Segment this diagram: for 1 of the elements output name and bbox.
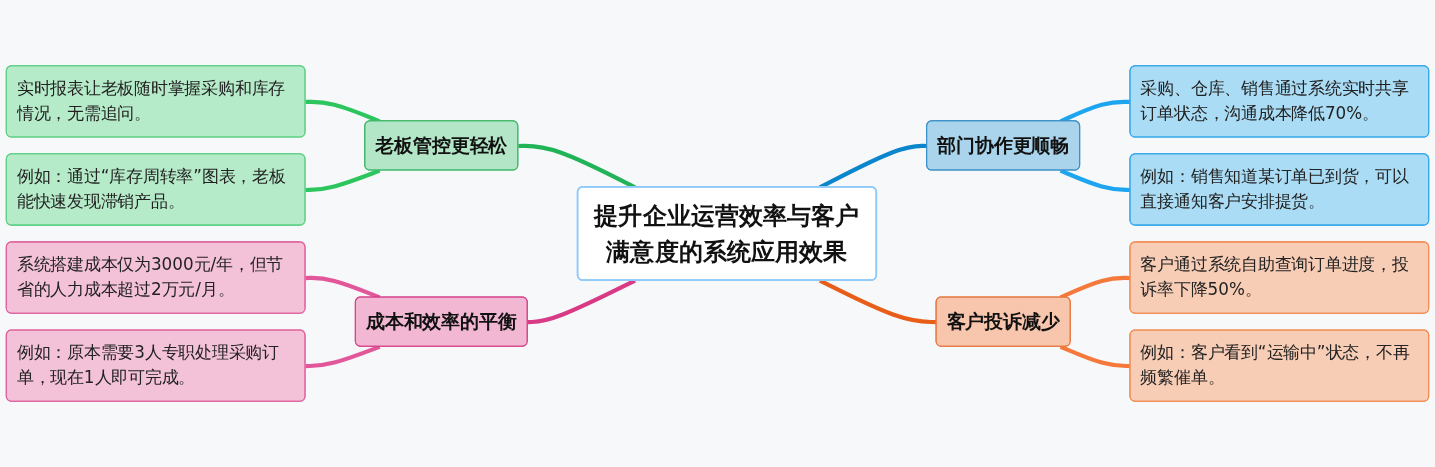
connector [305, 168, 381, 193]
